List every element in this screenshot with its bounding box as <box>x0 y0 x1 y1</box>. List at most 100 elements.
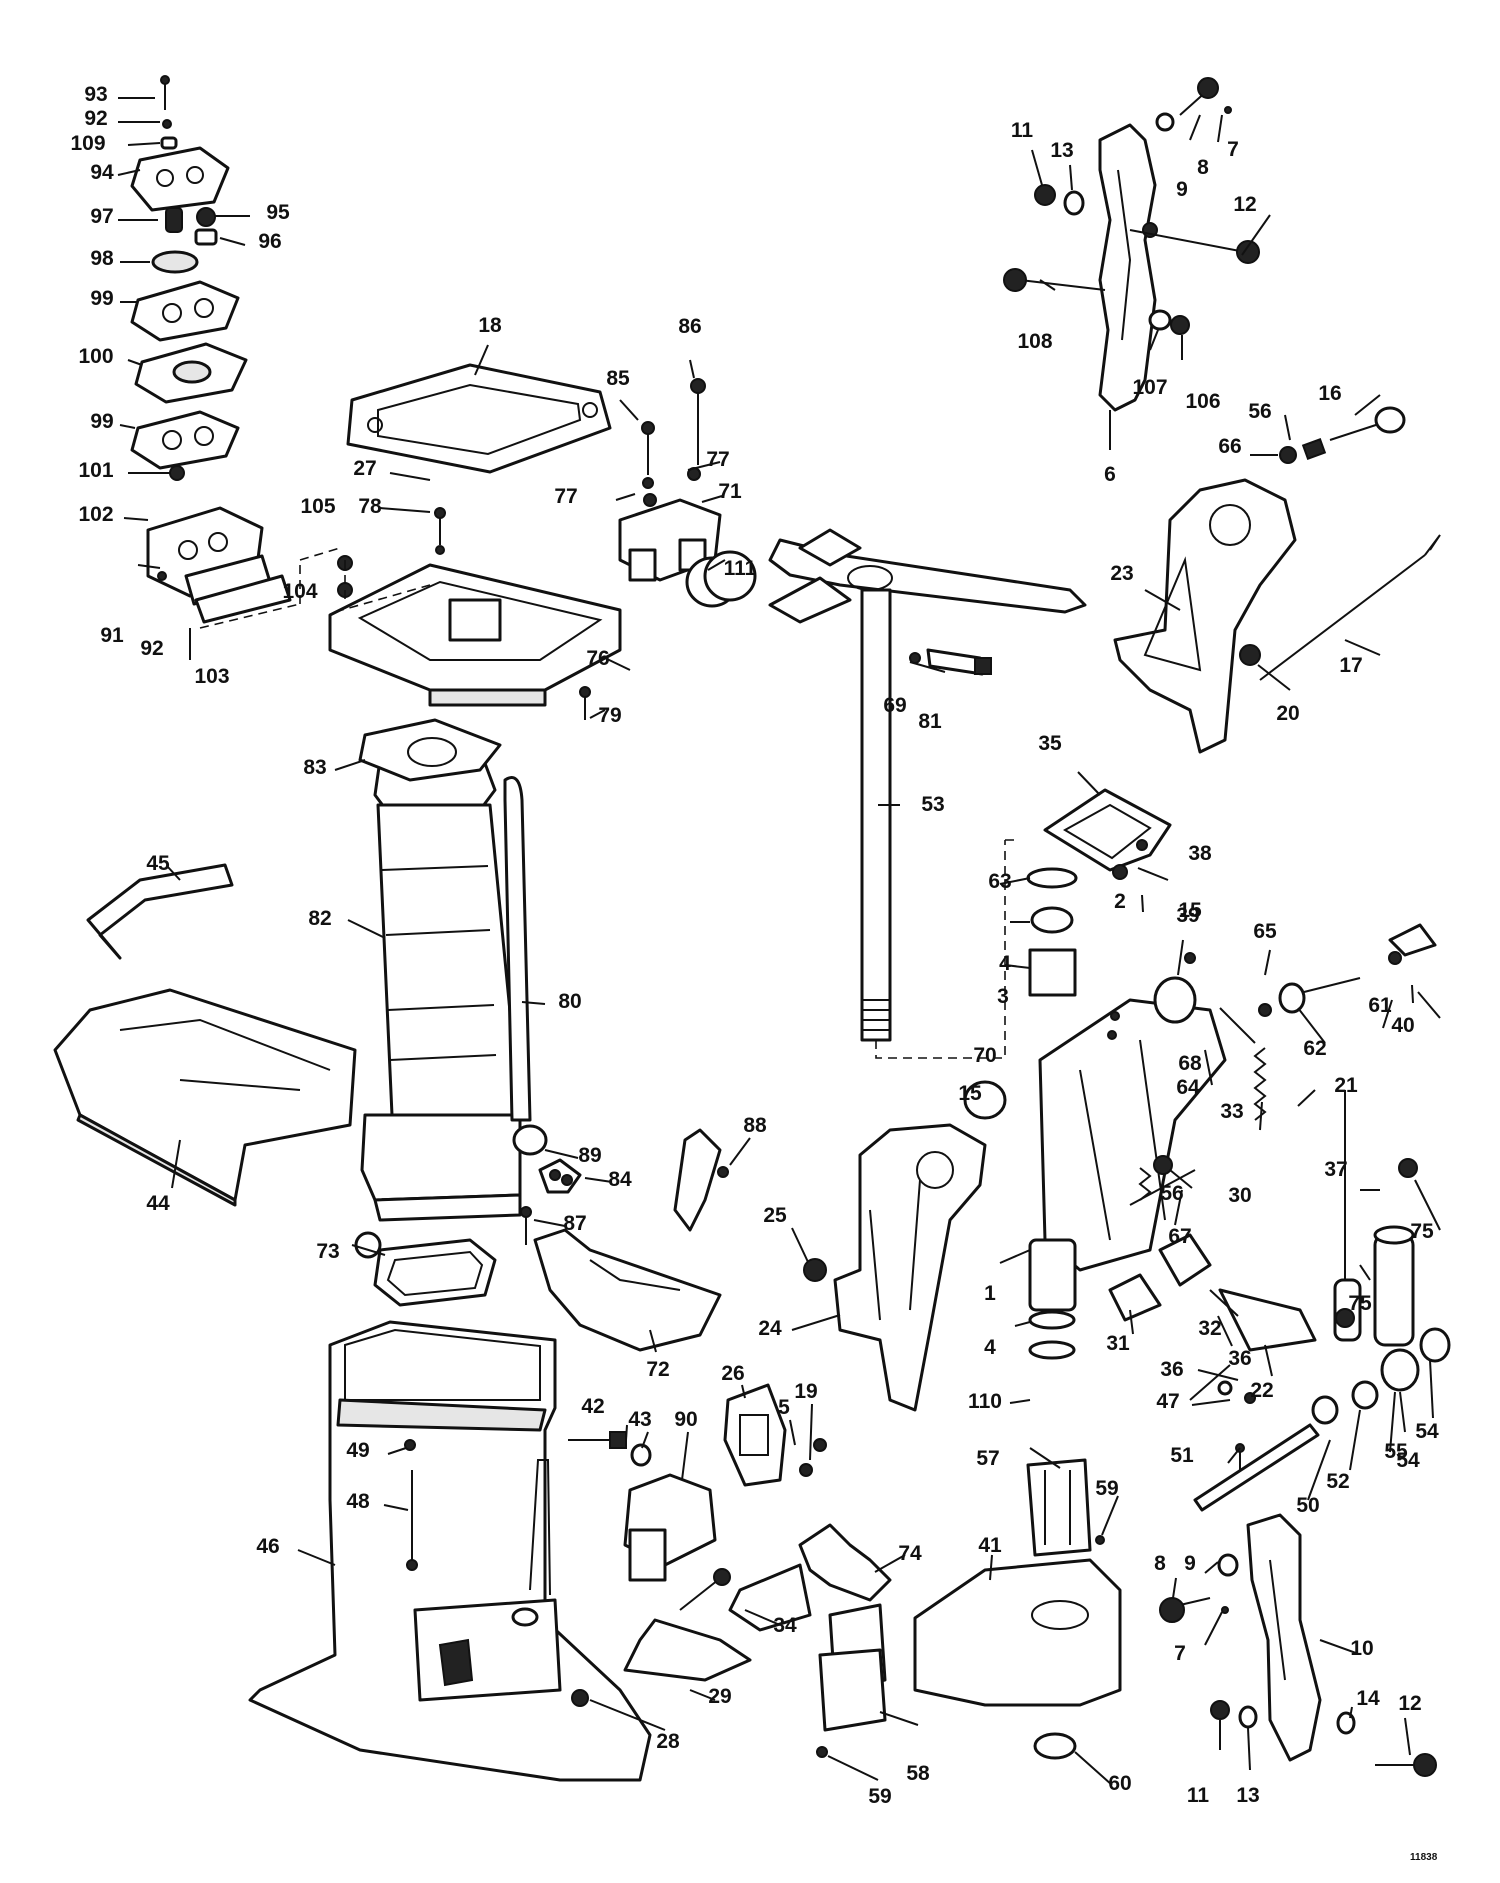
callout-label: 15 <box>958 1082 982 1105</box>
callout-label: 26 <box>721 1362 744 1385</box>
callout-label: 6 <box>1104 463 1116 486</box>
stern-bracket-upper <box>1043 406 1441 880</box>
callout-label: 99 <box>90 287 113 310</box>
callout-label: 110 <box>968 1390 1002 1413</box>
callout-label: 81 <box>918 710 942 733</box>
callout-label: 29 <box>708 1685 731 1708</box>
callout-label: 46 <box>256 1535 279 1558</box>
callout-label: 40 <box>1391 1014 1414 1037</box>
callout-label: 7 <box>1174 1642 1186 1665</box>
callout-label: 17 <box>1339 654 1362 677</box>
callout-label: 49 <box>346 1439 369 1462</box>
callout-label: 31 <box>1106 1332 1130 1355</box>
callout-label: 54 <box>1396 1449 1420 1472</box>
callout-label: 102 <box>78 503 113 526</box>
callout-label: 11 <box>1187 1784 1210 1807</box>
callout-label: 13 <box>1236 1784 1259 1807</box>
callout-label: 59 <box>868 1785 891 1808</box>
callout-label: 11 <box>1011 119 1034 142</box>
callout-label: 47 <box>1156 1390 1179 1413</box>
leader-lines <box>117 97 1441 1786</box>
callout-label: 10 <box>1350 1637 1373 1660</box>
callout-label: 64 <box>1176 1076 1200 1099</box>
callout-label: 48 <box>346 1490 370 1513</box>
callout-label: 53 <box>921 793 944 816</box>
drawing-code: 11838 <box>1410 1852 1438 1863</box>
callout-label: 22 <box>1250 1379 1273 1402</box>
callout-label: 86 <box>678 315 701 338</box>
callout-label: 93 <box>84 83 107 106</box>
callout-label: 75 <box>1348 1292 1372 1315</box>
callout-label: 19 <box>794 1380 817 1403</box>
callout-label: 80 <box>558 990 581 1013</box>
callout-label: 8 <box>1197 156 1209 179</box>
callout-label: 60 <box>1108 1772 1131 1795</box>
callout-label: 33 <box>1220 1100 1243 1123</box>
callout-label: 108 <box>1017 330 1052 353</box>
callout-label: 54 <box>1415 1420 1439 1443</box>
callout-label: 23 <box>1110 562 1133 585</box>
callout-label: 57 <box>976 1447 999 1470</box>
callout-label: 104 <box>282 580 317 603</box>
callout-label: 66 <box>1218 435 1241 458</box>
callout-label: 95 <box>266 201 290 224</box>
callout-label: 87 <box>563 1212 586 1235</box>
callout-label: 14 <box>1356 1687 1380 1710</box>
callout-label: 28 <box>656 1730 680 1753</box>
callout-label: 51 <box>1170 1444 1194 1467</box>
callout-label: 106 <box>1185 390 1220 413</box>
callout-label: 107 <box>1132 376 1167 399</box>
callout-label: 9 <box>1184 1552 1196 1575</box>
bottom-cowl-bracket <box>533 1128 729 1352</box>
drive-shaft-housing <box>248 1320 652 1782</box>
callout-label: 35 <box>1038 732 1062 755</box>
callout-label: 92 <box>84 107 107 130</box>
callout-label: 24 <box>758 1317 782 1340</box>
callout-label: 1 <box>984 1282 996 1305</box>
callout-label: 98 <box>90 247 114 270</box>
lower-cover <box>53 863 357 1207</box>
callout-label: 3 <box>997 985 1009 1008</box>
callout-label: 58 <box>906 1762 930 1785</box>
callout-label: 97 <box>90 205 113 228</box>
callout-label: 94 <box>90 161 114 184</box>
callout-label: 41 <box>978 1534 1002 1557</box>
callout-label: 90 <box>674 1408 697 1431</box>
callout-label: 12 <box>1233 193 1256 216</box>
callout-label: 83 <box>303 756 326 779</box>
clamp-bracket-right-lower <box>1159 1513 1437 1777</box>
swivel-bracket <box>963 867 1437 1360</box>
stern-bracket-left <box>803 1123 987 1412</box>
callout-label: 13 <box>1050 139 1073 162</box>
callout-label: 5 <box>778 1396 790 1419</box>
callout-label: 36 <box>1160 1358 1183 1381</box>
callout-label: 73 <box>316 1240 339 1263</box>
callout-label: 65 <box>1253 920 1277 943</box>
callout-label: 52 <box>1326 1470 1349 1493</box>
callout-label: 36 <box>1228 1347 1251 1370</box>
callout-label: 91 <box>100 624 124 647</box>
fuel-pump-assembly <box>130 75 341 629</box>
clamp-bracket-right-upper <box>1003 77 1260 412</box>
callout-label: 84 <box>608 1168 632 1191</box>
callout-label: 71 <box>718 480 742 503</box>
callout-label: 77 <box>706 448 729 471</box>
callout-label: 74 <box>898 1542 922 1565</box>
callout-label: 92 <box>140 637 163 660</box>
callout-label: 34 <box>773 1614 797 1637</box>
callout-label: 12 <box>1398 1692 1421 1715</box>
callout-label: 56 <box>1160 1182 1183 1205</box>
callout-label: 32 <box>1198 1317 1221 1340</box>
callout-label: 63 <box>988 870 1011 893</box>
steering-arm-and-shaft <box>768 528 1087 1059</box>
callout-label: 67 <box>1168 1225 1191 1248</box>
callout-label: 30 <box>1228 1184 1251 1207</box>
callout-label: 85 <box>606 367 630 390</box>
callout-label: 16 <box>1318 382 1341 405</box>
callout-label: 38 <box>1188 842 1212 865</box>
callout-label: 42 <box>581 1395 604 1418</box>
callout-label: 79 <box>598 704 621 727</box>
callout-label: 2 <box>1114 890 1126 913</box>
callout-label: 20 <box>1276 702 1299 725</box>
callout-label: 43 <box>628 1408 651 1431</box>
